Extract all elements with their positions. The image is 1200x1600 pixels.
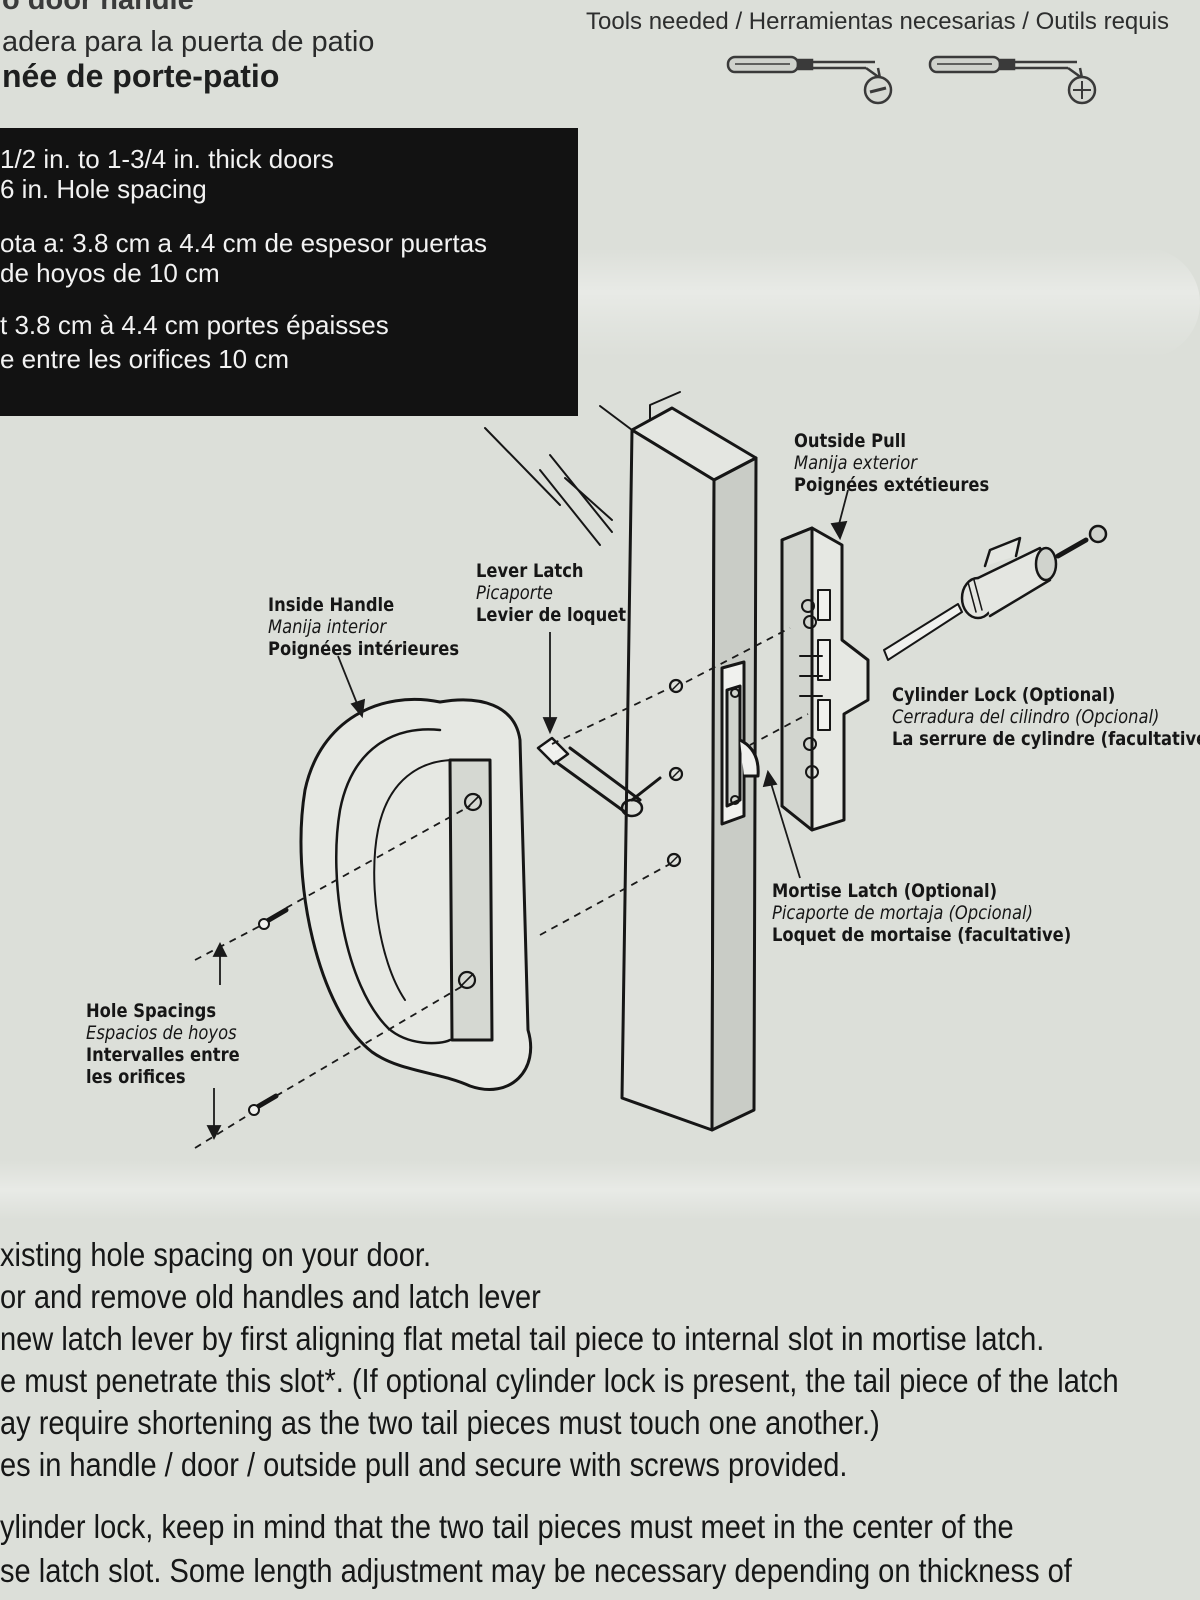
spec-thickness-es: ota a: 3.8 cm a 4.4 cm de espesor puerta…	[0, 228, 488, 258]
cylinder-lock-illustration	[883, 524, 1108, 661]
tools-needed-label: Tools needed / Herramientas necesarias /…	[586, 8, 1169, 35]
lever-latch-illustration	[536, 736, 662, 818]
hole-spacings-label-en: Hole Spacings	[86, 1000, 217, 1022]
door-stile-illustration	[484, 391, 760, 1132]
instruction-line-4: e must penetrate this slot*. (If optiona…	[0, 1362, 1119, 1399]
cylinder-lock-label-es: Cerradura del cilindro (Opcional)	[892, 706, 1160, 728]
callout-cylinder-lock: Cylinder Lock (Optional) Cerradura del c…	[892, 684, 1200, 750]
lever-latch-label-fr: Levier de loquet	[476, 604, 627, 626]
note-line-1: ylinder lock, keep in mind that the two …	[0, 1508, 1014, 1545]
outside-pull-label-en: Outside Pull	[794, 430, 906, 452]
hole-spacings-label-es: Espacios de hoyos	[86, 1022, 237, 1044]
flat-screwdriver-icon	[726, 55, 893, 105]
callout-mortise-latch: Mortise Latch (Optional) Picaporte de mo…	[772, 880, 1071, 946]
callout-outside-pull: Outside Pull Manija exterior Poignées ex…	[794, 430, 989, 496]
spec-spacing-en: 6 in. Hole spacing	[0, 174, 207, 204]
specifications-box: 1/2 in. to 1-3/4 in. thick doors 6 in. H…	[0, 128, 578, 416]
outside-pull-label-fr: Poignées extétieures	[794, 474, 990, 496]
inside-handle-illustration	[299, 697, 533, 1091]
lever-latch-label-es: Picaporte	[476, 582, 553, 604]
instruction-line-3: new latch lever by first aligning flat m…	[0, 1320, 1045, 1357]
hole-spacings-label-fr-1: Intervalles entre	[86, 1044, 240, 1066]
phillips-screwdriver-icon	[928, 55, 1097, 105]
screw-top-illustration	[258, 907, 289, 930]
inside-handle-label-es: Manija interior	[268, 616, 387, 638]
instruction-line-6: es in handle / door / outside pull and s…	[0, 1446, 848, 1483]
outside-pull-illustration	[780, 526, 870, 832]
spec-spacing-fr: e entre les orifices 10 cm	[0, 344, 290, 374]
callout-hole-spacings: Hole Spacings Espacios de hoyos Interval…	[86, 1000, 240, 1088]
spec-thickness-fr: t 3.8 cm à 4.4 cm portes épaisses	[0, 310, 389, 340]
instruction-line-5: ay require shortening as the two tail pi…	[0, 1404, 880, 1441]
instruction-line-2: or and remove old handles and latch leve…	[0, 1278, 541, 1315]
screw-bottom-illustration	[248, 1093, 279, 1116]
cylinder-lock-label-fr: La serrure de cylindre (facultative)	[892, 728, 1200, 750]
spec-thickness-en: 1/2 in. to 1-3/4 in. thick doors	[0, 144, 334, 174]
cylinder-lock-label-en: Cylinder Lock (Optional)	[892, 684, 1116, 706]
inside-handle-label-fr: Poignées intérieures	[268, 638, 460, 660]
hole-spacings-label-fr-2: les orifices	[86, 1066, 186, 1088]
mortise-latch-label-es: Picaporte de mortaja (Opcional)	[772, 902, 1033, 924]
alignment-guides	[194, 627, 809, 1149]
spec-spacing-es: de hoyos de 10 cm	[0, 258, 220, 288]
mortise-latch-label-fr: Loquet de mortaise (facultative)	[772, 924, 1072, 946]
mortise-latch-label-en: Mortise Latch (Optional)	[772, 880, 998, 902]
lever-latch-label-en: Lever Latch	[476, 560, 584, 582]
outside-pull-label-es: Manija exterior	[794, 452, 917, 474]
inside-handle-label-en: Inside Handle	[268, 594, 395, 616]
product-title-fr: née de porte-patio	[2, 58, 280, 94]
callout-inside-handle: Inside Handle Manija interior Poignées i…	[268, 594, 459, 660]
product-title-es: adera para la puerta de patio	[2, 26, 375, 58]
note-line-2: se latch slot. Some length adjustment ma…	[0, 1552, 1072, 1589]
callout-lever-latch: Lever Latch Picaporte Levier de loquet	[476, 560, 626, 626]
product-title-en: o door handle	[2, 0, 194, 16]
packaging-glare-lower	[0, 1160, 1200, 1220]
instruction-line-1: xisting hole spacing on your door.	[0, 1236, 432, 1273]
